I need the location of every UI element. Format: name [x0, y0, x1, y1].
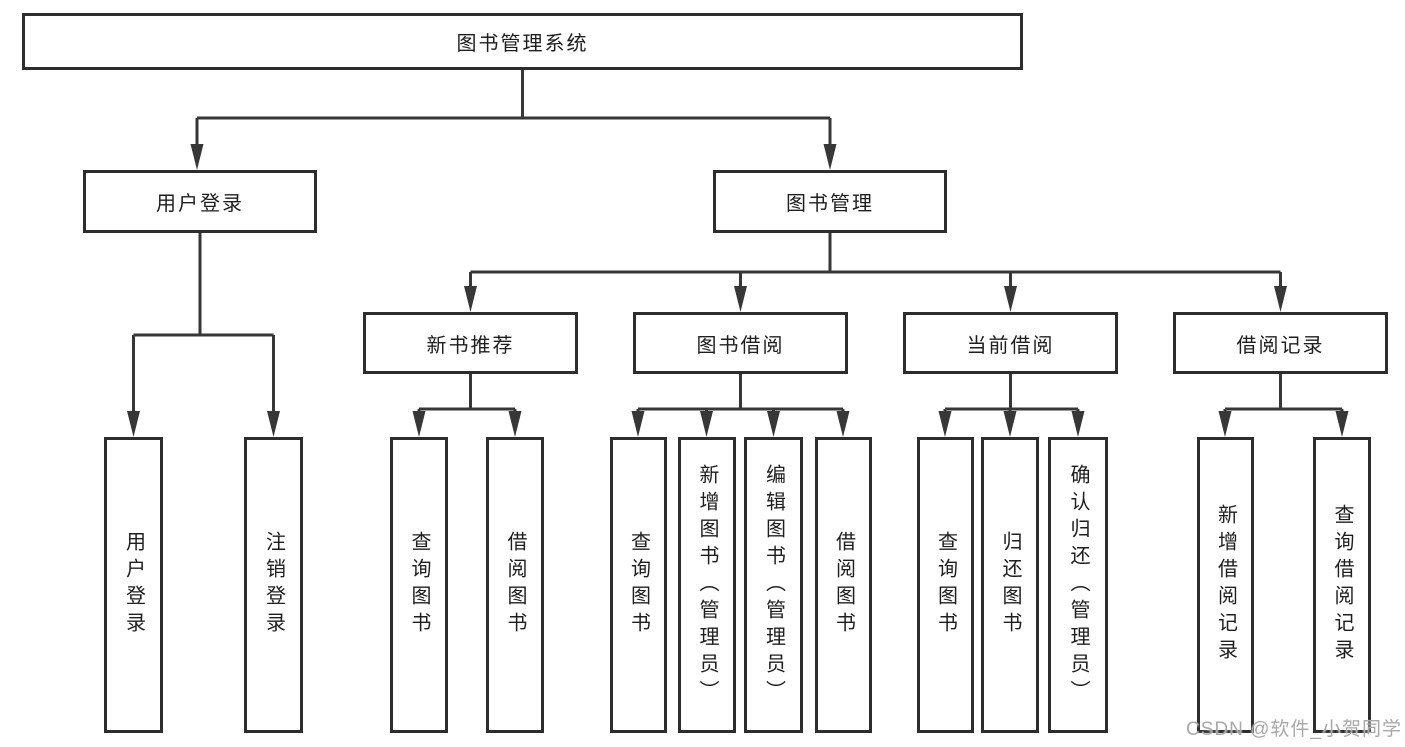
node-label: 新增借阅记录 — [1214, 504, 1237, 666]
node-label: 编辑图书（管理员） — [762, 463, 785, 707]
node-label: 新增图书（管理员） — [696, 463, 718, 707]
node-label: 借阅记录 — [1236, 334, 1325, 357]
node-book-borrow: 图书借阅 — [633, 312, 848, 374]
node-library-management-system: 图书管理系统 — [22, 13, 1023, 70]
leaf-query-borrow-record: 查询借阅记录 — [1313, 437, 1371, 733]
leaf-borrow-books-2: 借阅图书 — [815, 437, 872, 733]
node-label: 确认归还（管理员） — [1067, 463, 1089, 707]
node-current-borrow: 当前借阅 — [903, 312, 1118, 374]
leaf-confirm-return-admin: 确认归还（管理员） — [1048, 437, 1108, 733]
node-label: 借阅图书 — [832, 531, 855, 639]
node-label: 查询图书 — [408, 531, 430, 639]
node-label: 借阅图书 — [504, 531, 526, 639]
leaf-user-login: 用户登录 — [104, 437, 163, 733]
node-label: 查询图书 — [934, 531, 957, 639]
node-label: 注销登录 — [262, 531, 285, 639]
leaf-query-books-3: 查询图书 — [917, 437, 974, 733]
leaf-return-books: 归还图书 — [981, 437, 1039, 733]
node-label: 用户登录 — [122, 531, 145, 639]
leaf-logout: 注销登录 — [244, 437, 303, 733]
leaf-add-borrow-record: 新增借阅记录 — [1197, 437, 1254, 733]
node-label: 用户登录 — [156, 193, 244, 215]
leaf-borrow-books-1: 借阅图书 — [486, 437, 544, 733]
node-borrow-records: 借阅记录 — [1173, 312, 1388, 374]
node-book-management: 图书管理 — [713, 170, 947, 233]
node-new-book-recommend: 新书推荐 — [363, 312, 578, 374]
watermark: CSDN @软件_小贺同学 — [1186, 719, 1402, 740]
node-label: 查询借阅记录 — [1331, 504, 1353, 666]
node-label: 新书推荐 — [426, 334, 515, 357]
node-user-login: 用户登录 — [83, 170, 317, 233]
leaf-query-books-1: 查询图书 — [390, 437, 448, 733]
leaf-query-books-2: 查询图书 — [610, 437, 667, 733]
leaf-add-books-admin: 新增图书（管理员） — [678, 437, 736, 733]
node-label: 图书管理 — [786, 193, 874, 215]
node-label: 归还图书 — [999, 531, 1021, 639]
node-label: 图书管理系统 — [456, 33, 589, 55]
node-label: 查询图书 — [627, 531, 650, 639]
node-label: 图书借阅 — [696, 334, 785, 357]
arrowheads — [127, 144, 1349, 437]
node-label: 当前借阅 — [966, 334, 1055, 357]
leaf-edit-books-admin: 编辑图书（管理员） — [744, 437, 803, 733]
